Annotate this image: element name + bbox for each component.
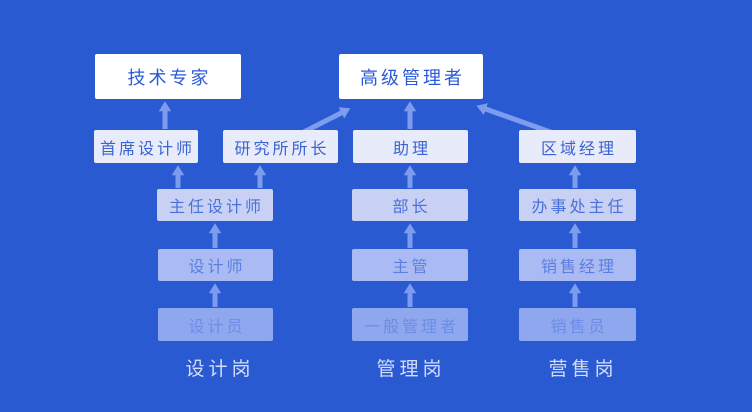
node-sales-manager: 销售经理 xyxy=(519,249,636,281)
column-label-design: 设计岗 xyxy=(185,358,255,380)
node-salesperson: 销售员 xyxy=(519,308,636,341)
node-regional-manager: 区域经理 xyxy=(519,130,636,163)
node-department-head: 部长 xyxy=(352,189,468,221)
column-label-sales: 营售岗 xyxy=(548,358,618,380)
node-senior-manager: 高级管理者 xyxy=(339,54,483,99)
node-assistant: 助理 xyxy=(353,130,468,163)
node-office-director: 办事处主任 xyxy=(519,189,636,221)
edge-regional-manager-to-senior-manager xyxy=(476,103,557,137)
node-tech-expert: 技术专家 xyxy=(95,54,241,99)
node-supervisor: 主管 xyxy=(352,249,468,281)
node-chief-designer: 首席设计师 xyxy=(94,130,198,163)
node-design-staff: 设计员 xyxy=(158,308,273,341)
node-designer: 设计师 xyxy=(158,249,273,281)
node-general-manager: 一般管理者 xyxy=(352,308,468,341)
column-label-management: 管理岗 xyxy=(376,358,446,380)
node-director-designer: 主任设计师 xyxy=(157,189,273,221)
node-institute-director: 研究所所长 xyxy=(223,130,338,163)
